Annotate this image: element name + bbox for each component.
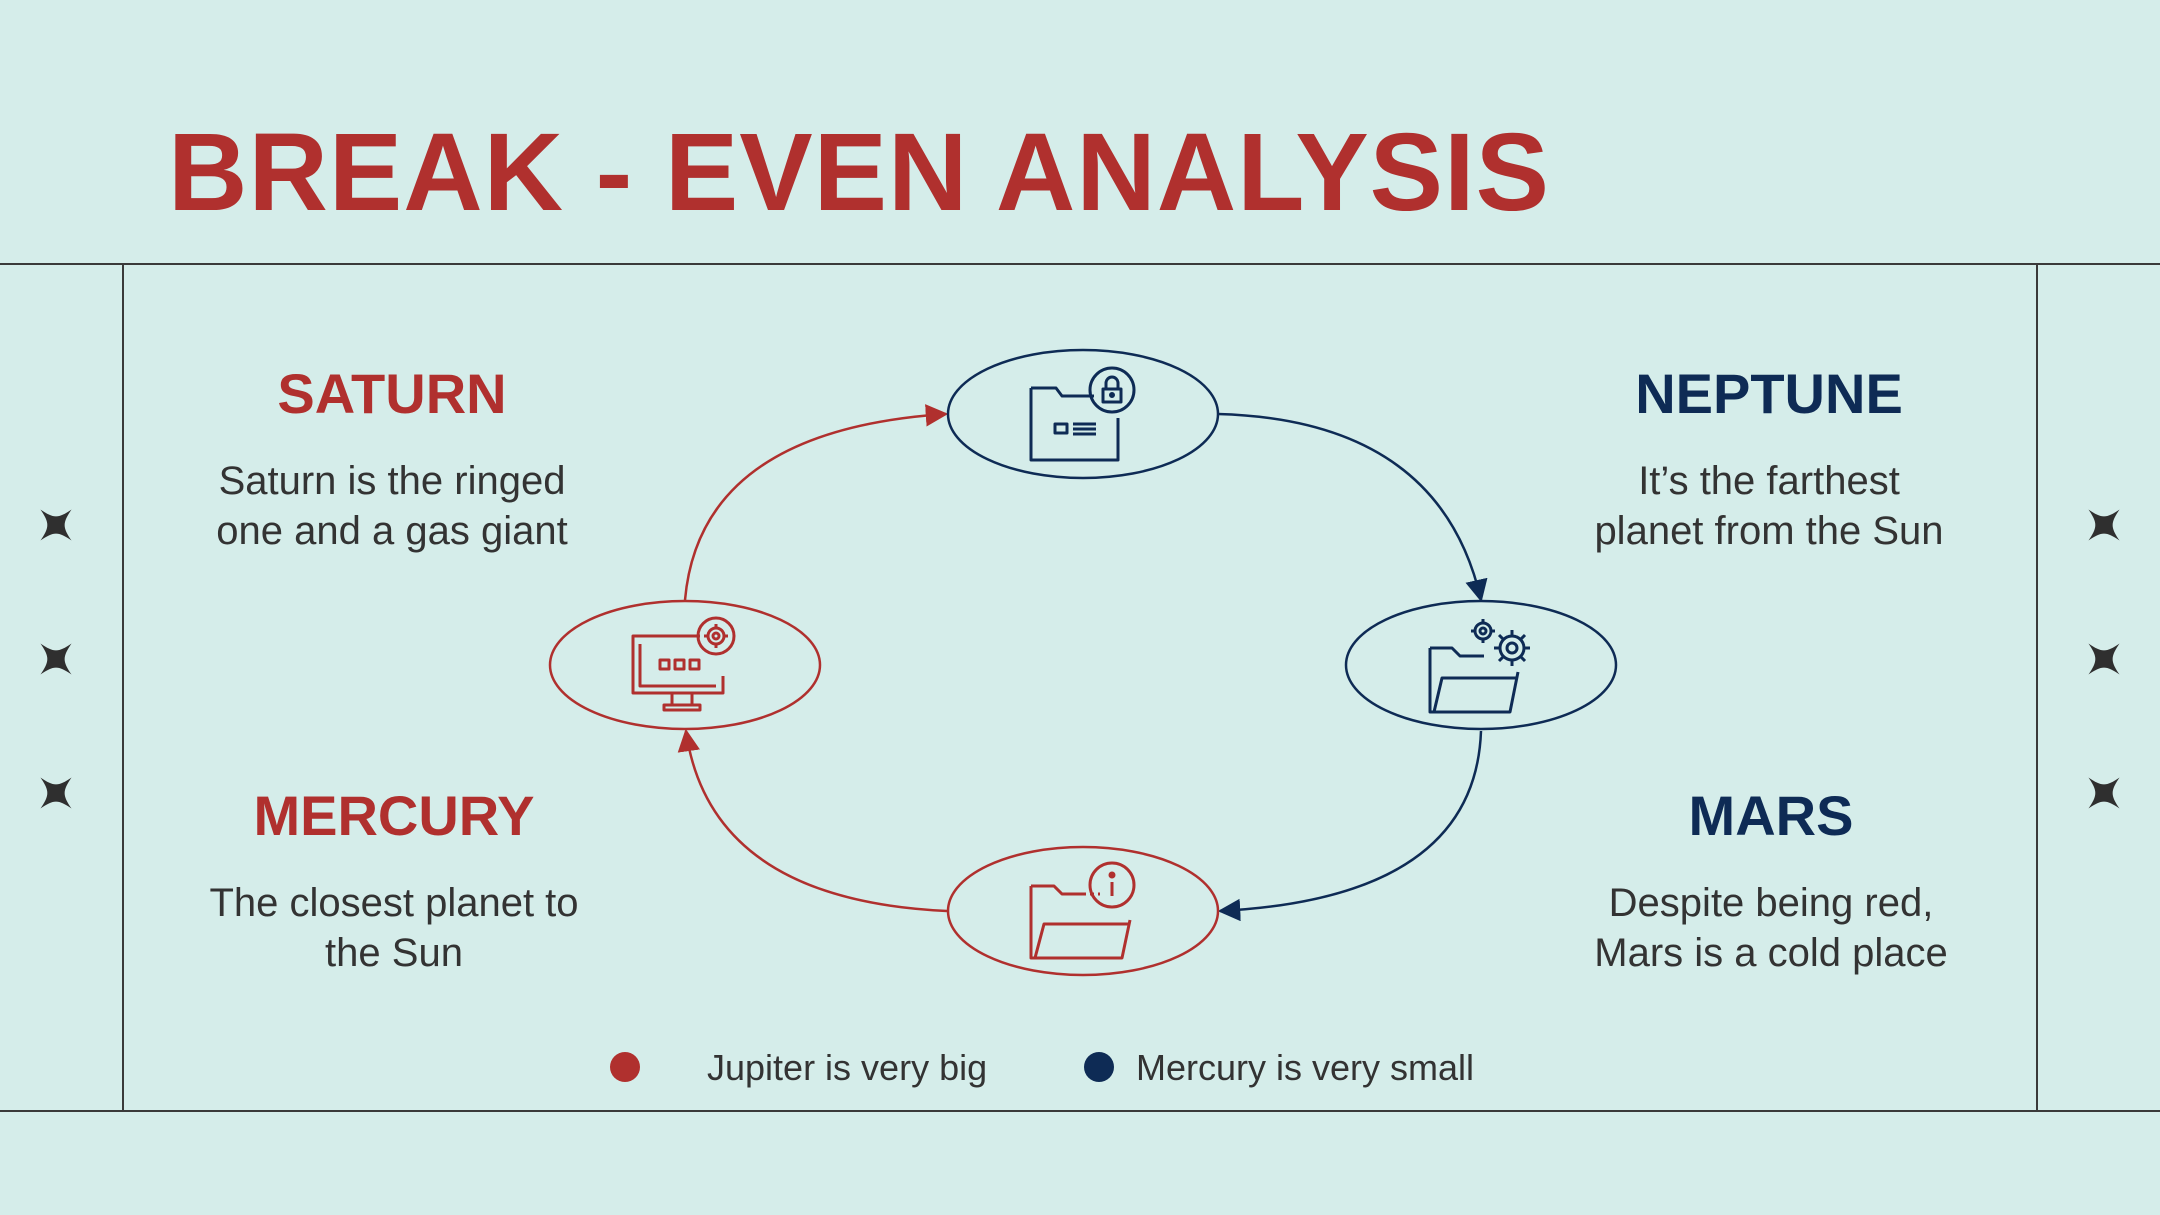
arrow-top-to-right	[1217, 412, 1488, 603]
folder-info-icon	[1029, 861, 1136, 960]
neptune-description-line-2: planet from the Sun	[1594, 509, 1944, 553]
neptune-heading: NEPTUNE	[1635, 362, 1903, 425]
neptune-description-line-1: It’s the farthest	[1638, 459, 1900, 503]
left-rule	[122, 263, 124, 1112]
mars-heading: MARS	[1688, 784, 1854, 847]
legend-red-dot	[610, 1052, 640, 1082]
mercury-description-line-2: the Sun	[325, 931, 463, 975]
locked-folder-icon	[1029, 366, 1136, 462]
node-top-ellipse	[946, 348, 1220, 480]
legend-navy-dot	[1084, 1052, 1114, 1082]
monitor-settings-icon	[631, 616, 736, 712]
legend-label-2: Mercury is very small	[1136, 1047, 1475, 1088]
mercury-description-line-1: The closest planet to	[209, 881, 579, 925]
top-rule	[0, 263, 2160, 265]
right-rule	[2036, 263, 2038, 1112]
saturn-heading: SATURN	[277, 362, 507, 425]
mars-description-line-2: Mars is a cold place	[1594, 931, 1948, 975]
folder-settings-icon	[1428, 619, 1530, 714]
saturn-description-line-2: one and a gas giant	[216, 509, 568, 553]
mars-description-line-1: Despite being red,	[1608, 881, 1934, 925]
arrow-bottom-to-left	[677, 728, 948, 913]
page-title: BREAK - EVEN ANALYSIS	[168, 111, 1550, 234]
node-right-ellipse	[1344, 599, 1618, 731]
arrow-left-to-top	[683, 404, 949, 601]
saturn-description-line-1: Saturn is the ringed	[218, 459, 566, 503]
node-bottom-ellipse	[946, 845, 1220, 977]
arrow-right-to-bottom	[1217, 730, 1483, 922]
mercury-heading: MERCURY	[253, 784, 535, 847]
legend-label-1: Jupiter is very big	[707, 1047, 988, 1088]
bottom-rule	[0, 1110, 2160, 1112]
node-left-ellipse	[548, 599, 822, 731]
